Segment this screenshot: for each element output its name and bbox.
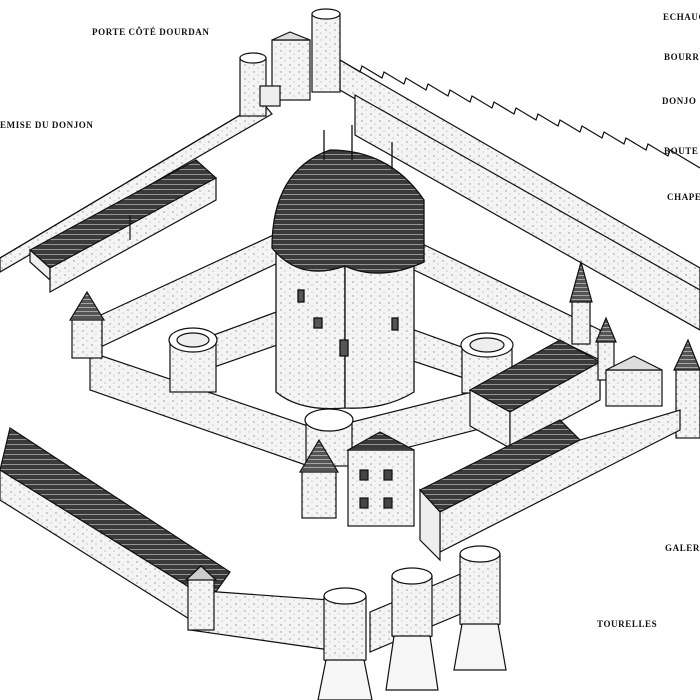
label-tourelles: TOURELLES [597,619,658,629]
label-bourreau: BOURR [664,52,700,62]
label-echauguette: ECHAUG [663,12,700,22]
label-chemise-du-donjon: EMISE DU DONJON [0,120,94,130]
inner-tower-west [68,290,106,359]
south-tower-1 [317,587,373,700]
south-tower-3 [453,545,507,671]
donjon [271,125,425,410]
left-outbuilding [28,159,218,294]
south-tower-left [184,565,218,631]
south-tower-2 [385,567,439,691]
logis [345,431,415,527]
chapel [468,259,617,450]
gate-dourdan [239,8,341,117]
inner-tower-nw [168,327,218,393]
label-donjon: DONJO [662,96,697,106]
label-galerie: GALER [665,543,700,553]
label-chapelle: CHAPE [667,192,700,202]
galerie [419,409,681,562]
label-porte-cote-dourdan: PORTE CÔTÉ DOURDAN [92,27,210,37]
inner-tower-south [298,438,340,519]
label-bouteillerie: BOUTE [664,146,699,156]
